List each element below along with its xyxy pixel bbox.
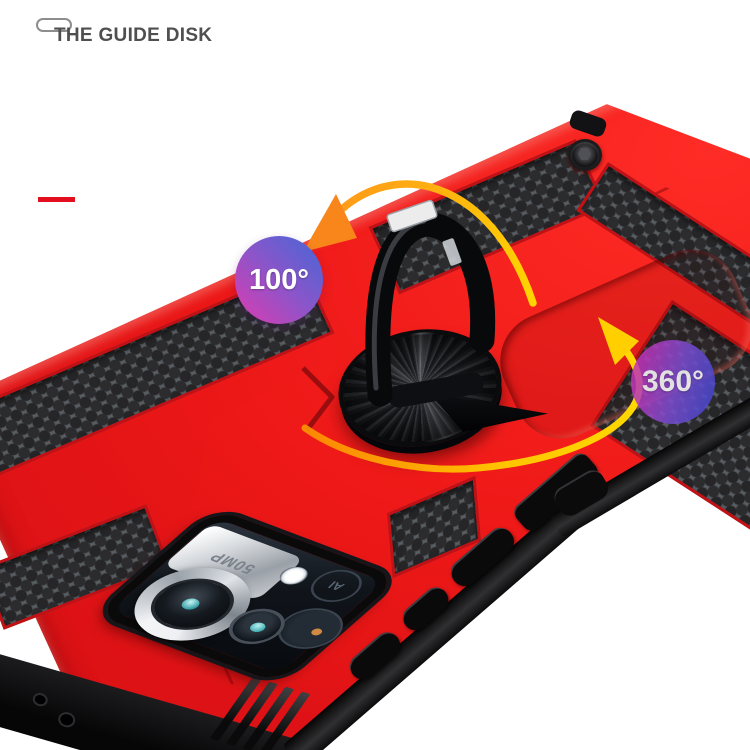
guide-disk-pill: THE GUIDE DISK — [36, 18, 212, 46]
strap-hole — [31, 691, 50, 708]
badge-360-degree: 360° — [631, 340, 715, 424]
badge-100-label: 100° — [249, 263, 309, 296]
ai-lens-label: AI — [324, 578, 348, 594]
headline-underline — [38, 197, 75, 202]
corner-screw-icon — [568, 139, 602, 171]
badge-360-label: 360° — [641, 365, 705, 398]
headline-line-1: ADJUSTABLE INTEGRATED — [37, 63, 442, 96]
headline-line-3: ROTATION RING — [37, 143, 276, 176]
badge-100-degree: 100° — [235, 236, 323, 324]
headline-line-2: 100 & 360 DEGREE — [37, 103, 314, 136]
ai-lens: AI — [300, 564, 373, 608]
lens-dot — [309, 627, 325, 637]
mic-hole — [56, 710, 77, 730]
lens-glint — [247, 620, 269, 634]
lens-glint — [178, 596, 204, 612]
pill-label: THE GUIDE DISK — [54, 25, 213, 46]
